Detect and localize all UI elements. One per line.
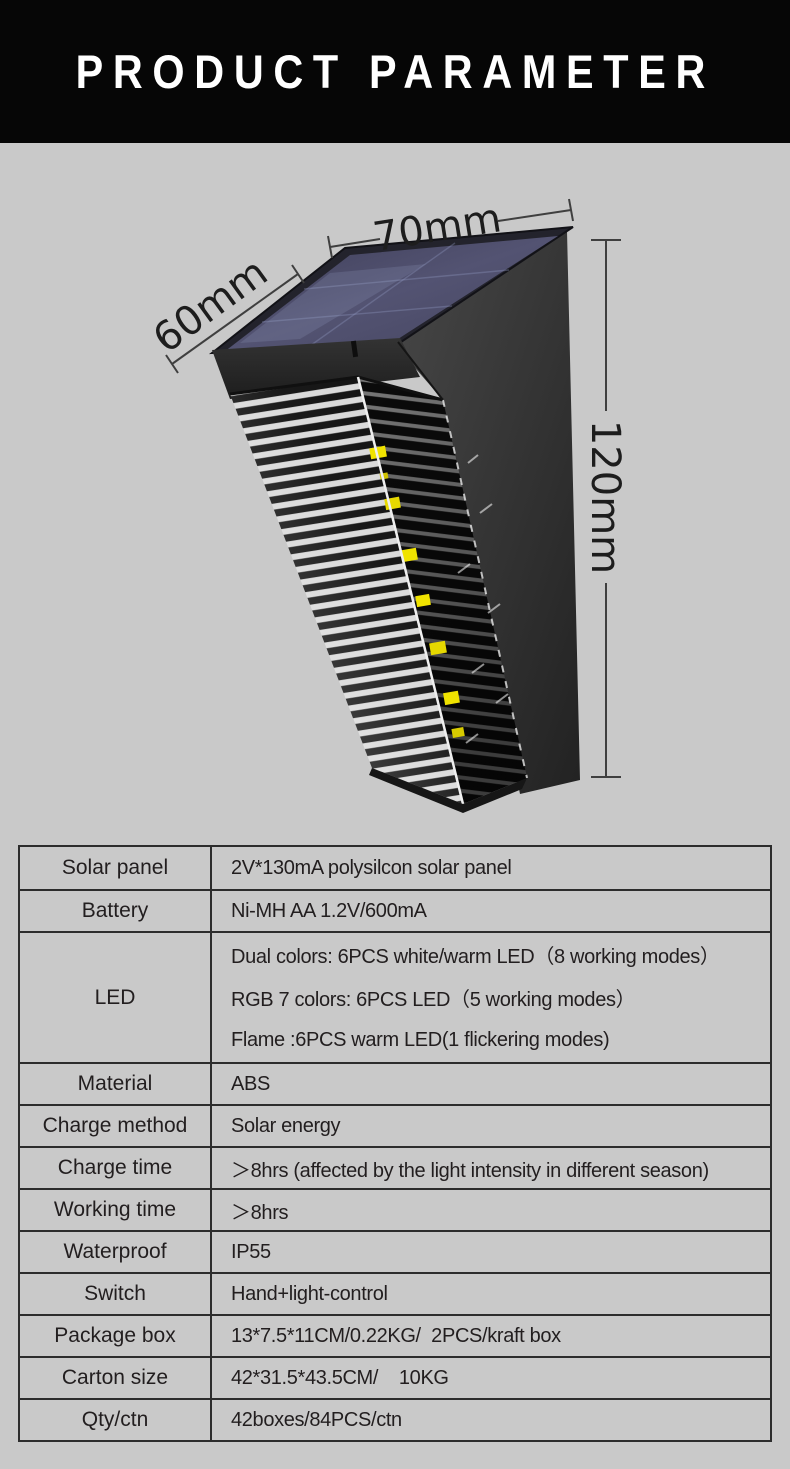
spec-label: Charge method bbox=[20, 1106, 212, 1146]
lamp-side-face bbox=[395, 231, 580, 794]
lamp-housing bbox=[212, 338, 420, 399]
table-row: Solar panel 2V*130mA polysilcon solar pa… bbox=[20, 847, 770, 889]
louver-corner-edge bbox=[356, 376, 465, 805]
spec-value: Ni-MH AA 1.2V/600mA bbox=[231, 899, 427, 922]
table-row: Charge method Solar energy bbox=[20, 1104, 770, 1146]
table-row: Working time ＞8hrs bbox=[20, 1188, 770, 1230]
table-row: Carton size 42*31.5*43.5CM/ 10KG bbox=[20, 1356, 770, 1398]
page-header: PRODUCT PARAMETER bbox=[0, 0, 790, 143]
spec-label: Qty/ctn bbox=[20, 1400, 212, 1440]
louver-left-sheen bbox=[230, 377, 463, 804]
roof-ridge-edge bbox=[397, 341, 444, 401]
spec-value: ＞8hrs bbox=[231, 1201, 289, 1224]
page-title: PRODUCT PARAMETER bbox=[75, 45, 715, 98]
solar-panel-cells bbox=[224, 236, 558, 352]
spec-label: Working time bbox=[20, 1190, 212, 1230]
solar-panel-glare bbox=[240, 264, 426, 343]
spec-value: 42*31.5*43.5CM/ 10KG bbox=[231, 1366, 449, 1389]
table-row: Switch Hand+light-control bbox=[20, 1272, 770, 1314]
table-row: Charge time ＞8hrs (affected by the light… bbox=[20, 1146, 770, 1188]
spec-label: Charge time bbox=[20, 1148, 212, 1188]
spec-value: ABS bbox=[231, 1072, 270, 1095]
spec-value: Hand+light-control bbox=[231, 1282, 388, 1305]
lamp-bottom-rim bbox=[369, 768, 527, 813]
spec-value: IP55 bbox=[231, 1240, 271, 1263]
solar-panel-gridlines bbox=[261, 242, 510, 349]
dim-label-height: 120mm bbox=[582, 420, 628, 574]
spec-table: Solar panel 2V*130mA polysilcon solar pa… bbox=[18, 845, 772, 1442]
table-row: Material ABS bbox=[20, 1062, 770, 1104]
louver-side-junction-edge bbox=[442, 399, 528, 779]
spec-label: Battery bbox=[20, 891, 212, 931]
dimension-lines bbox=[165, 198, 621, 778]
table-row: Package box 13*7.5*11CM/0.22KG/ 2PCS/kra… bbox=[20, 1314, 770, 1356]
housing-notch bbox=[350, 340, 359, 358]
spec-label: Material bbox=[20, 1064, 212, 1104]
spec-value: 13*7.5*11CM/0.22KG/ 2PCS/kraft box bbox=[231, 1324, 561, 1347]
louver-right-shade bbox=[358, 377, 527, 804]
spec-value: 2V*130mA polysilcon solar panel bbox=[231, 856, 512, 879]
spec-label: LED bbox=[20, 933, 212, 1062]
glint-marks bbox=[457, 454, 509, 744]
spec-value: Dual colors: 6PCS white/warm LED（8 worki… bbox=[231, 946, 720, 1051]
spec-value: 42boxes/84PCS/ctn bbox=[231, 1408, 402, 1431]
table-row: Battery Ni-MH AA 1.2V/600mA bbox=[20, 889, 770, 931]
product-image: 70mm 60mm 120mm bbox=[145, 195, 628, 813]
table-row: Waterproof IP55 bbox=[20, 1230, 770, 1272]
spec-label: Solar panel bbox=[20, 847, 212, 889]
spec-value: ＞8hrs (affected by the light intensity i… bbox=[231, 1159, 709, 1182]
table-row: LED Dual colors: 6PCS white/warm LED（8 w… bbox=[20, 931, 770, 1062]
spec-label: Carton size bbox=[20, 1358, 212, 1398]
led-spots bbox=[369, 445, 465, 738]
spec-label: Package box bbox=[20, 1316, 212, 1356]
spec-value: Solar energy bbox=[231, 1114, 341, 1137]
table-row: Qty/ctn 42boxes/84PCS/ctn bbox=[20, 1398, 770, 1440]
spec-label: Switch bbox=[20, 1274, 212, 1314]
spec-label: Waterproof bbox=[20, 1232, 212, 1272]
lamp-render bbox=[208, 226, 580, 813]
